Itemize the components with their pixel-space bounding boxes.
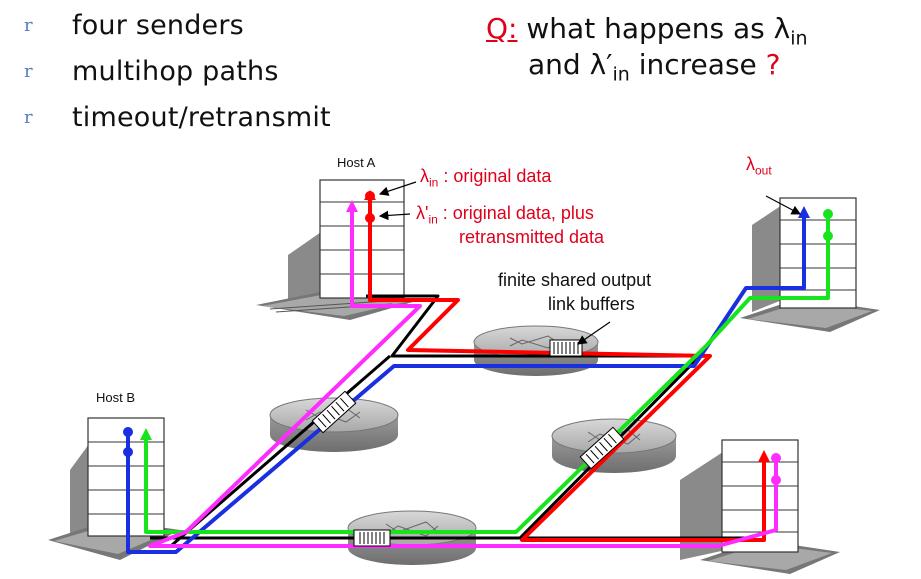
buffer-top: [549, 339, 583, 357]
output-buffers: [311, 339, 625, 547]
dot-red: [365, 191, 375, 201]
buffer-right: [579, 426, 625, 470]
dot-green: [823, 209, 833, 219]
link-black: [366, 294, 700, 358]
subscript: in: [612, 63, 630, 86]
subscript: out: [755, 163, 772, 178]
network-links: [126, 194, 830, 554]
link-black: [171, 354, 391, 547]
lambda-out-label: λout: [746, 154, 772, 178]
bullet-list: r four senders r multihop paths r timeou…: [14, 2, 331, 140]
dot-magenta: [771, 475, 781, 485]
question-prefix: Q:: [486, 12, 518, 45]
lambda-symbol: λ: [746, 154, 755, 174]
bullet-item: r four senders: [14, 2, 331, 48]
question-mark: ?: [765, 47, 781, 81]
subscript: in: [428, 212, 438, 227]
annotation-arrows: [378, 181, 802, 345]
bullet-item: r multihop paths: [14, 48, 331, 94]
host-c-computer: [740, 197, 880, 332]
bullet-text: multihop paths: [72, 55, 279, 87]
question-text: what happens as: [517, 12, 774, 45]
arrow-red: [758, 450, 770, 462]
finite-buffer-label-line1: finite shared output: [498, 270, 652, 290]
arrow-magenta: [346, 200, 358, 212]
bullet-marker: r: [24, 60, 33, 82]
bullet-text: timeout/retransmit: [72, 101, 331, 133]
retransmitted-label: retransmitted data: [459, 227, 605, 247]
bullet-marker: r: [24, 106, 33, 128]
dot-blue: [123, 447, 133, 457]
lambda-prime-symbol: λ': [416, 203, 429, 223]
finite-buffer-label-line2: link buffers: [548, 294, 635, 314]
host-d-computer: [680, 439, 840, 574]
buffer-bottom: [353, 529, 391, 547]
label-text: : original data: [438, 166, 552, 186]
host-a-label: Host A: [337, 155, 376, 170]
question-text: increase: [629, 47, 766, 81]
lambda-prime-in-label: λ'in : original data, plus: [416, 203, 594, 227]
label-text: : original data, plus: [437, 203, 594, 223]
question-text: and: [528, 47, 590, 81]
dot-green: [823, 231, 833, 241]
dot-blue: [123, 427, 133, 437]
bullet-item: r timeout/retransmit: [14, 94, 331, 140]
lambda-prime-symbol: λ′: [589, 47, 613, 81]
bullet-marker: r: [24, 14, 33, 36]
dot-magenta: [771, 453, 781, 463]
buffer-left: [311, 390, 357, 434]
lambda-in-label: λin : original data: [420, 166, 551, 190]
dot-red: [365, 213, 375, 223]
path-magenta: [148, 208, 778, 548]
lambda-symbol: λ: [773, 12, 791, 45]
endpoint-markers: [123, 190, 833, 485]
path-blue: [126, 214, 806, 554]
lambda-symbol: λ: [420, 166, 429, 186]
subscript: in: [790, 27, 808, 50]
bullet-text: four senders: [72, 9, 244, 41]
path-green: [144, 214, 830, 534]
host-b-label: Host B: [96, 390, 136, 405]
arrow-green: [140, 428, 152, 440]
arrow-blue: [798, 206, 810, 218]
subscript: in: [429, 175, 439, 190]
question: Q: what happens as λin and λ′in increase…: [480, 12, 910, 85]
